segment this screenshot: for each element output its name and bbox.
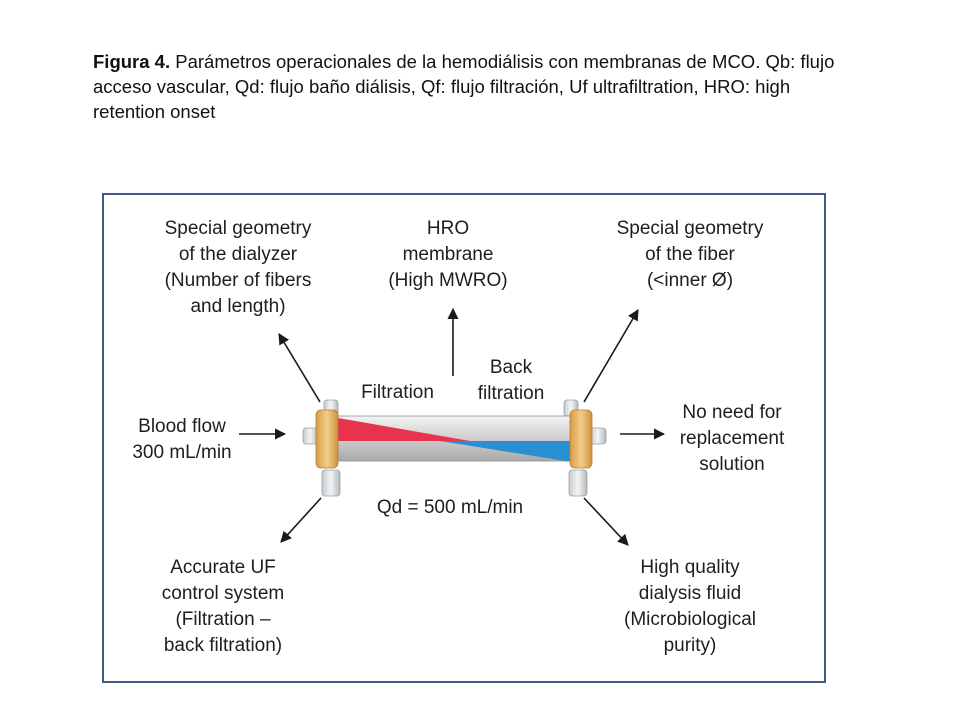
figure-caption: Figura 4. Parámetros operacionales de la… (93, 49, 853, 124)
label-qd: Qd = 500 mL/min (376, 497, 524, 518)
arrow-top-right (583, 309, 639, 403)
label-filtration: Filtration (361, 382, 434, 403)
dialyzer-image (302, 399, 607, 497)
arrow-bottom-right (583, 497, 629, 546)
arrow-bottom-left (280, 497, 322, 543)
caption-text: Parámetros operacionales de la hemodiáli… (93, 51, 835, 122)
arrow-top-left (278, 333, 321, 403)
cap-left (315, 409, 339, 469)
cap-right (569, 409, 593, 469)
figure-label: Figura 4. (93, 51, 171, 72)
port-bottom-right (568, 469, 588, 497)
connector-right (589, 427, 607, 445)
port-bottom-left (321, 469, 341, 497)
back-filtration-wedge (440, 441, 572, 462)
filtration-wedge (338, 418, 470, 441)
